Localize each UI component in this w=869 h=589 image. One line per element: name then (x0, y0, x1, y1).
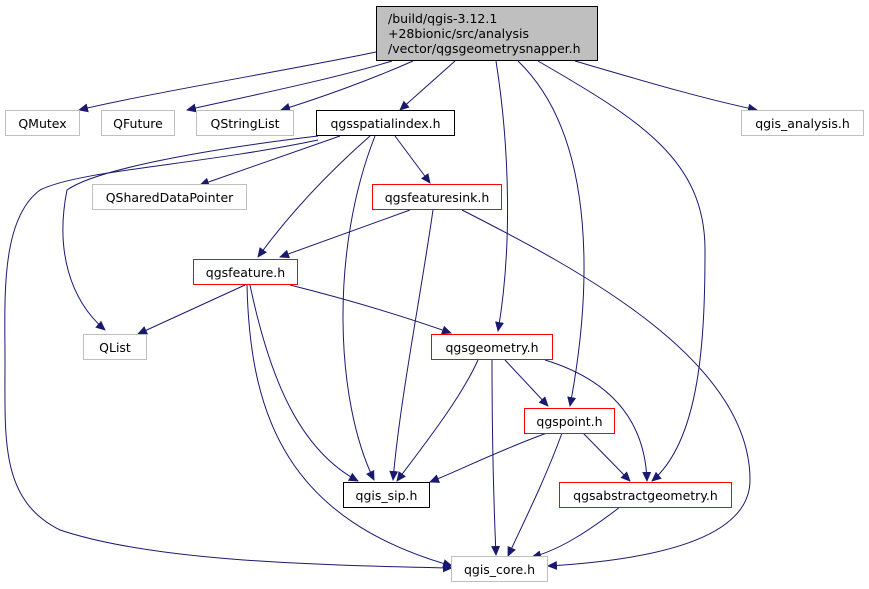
edge-main-qmutex (78, 51, 377, 113)
edge-spatialindex-qgis-sip (342, 135, 376, 481)
node-qfuture: QFuture (101, 110, 175, 136)
node-qgis-analysis: qgis_analysis.h (741, 110, 864, 136)
node-qgsspatialindex[interactable]: qgsspatialindex.h (316, 110, 455, 136)
edge-spatialindex-qgsfeature (257, 135, 371, 258)
edge-qgsfeature-qlist (137, 284, 246, 335)
edge-main-qgsabstractgeometry (537, 60, 706, 482)
node-qgis-sip[interactable]: qgis_sip.h (343, 482, 430, 508)
edge-qgsgeometry-qgspoint (504, 359, 549, 407)
edge-featuresink-qgis-core (461, 209, 751, 570)
edge-featuresink-qgis-sip (389, 209, 434, 481)
node-qgsabstractgeometry[interactable]: qgsabstractgeometry.h (559, 482, 732, 508)
node-qstringlist: QStringList (196, 110, 294, 136)
edge-qgsfeature-qgsgeometry (289, 284, 452, 335)
edge-main-qgsspatialindex (399, 60, 456, 111)
edge-main-qgsgeometry (495, 60, 509, 332)
node-qgsgeometrysnapper: /build/qgis-3.12.1 +28bionic/src/analysi… (376, 6, 598, 61)
edge-featuresink-qgsfeature (279, 209, 411, 259)
edge-qgsabstractgeometry-qgis-core (531, 506, 621, 560)
edge-qgsfeature-qgis-core (246, 284, 453, 568)
edge-qgsgeometry-qgis-core (491, 359, 501, 556)
edge-qgspoint-qgis-core (507, 432, 563, 557)
edge-main-qgis-analysis (574, 60, 758, 113)
node-qgsfeaturesink[interactable]: qgsfeaturesink.h (372, 184, 502, 210)
node-qmutex: QMutex (5, 110, 80, 136)
edge-spatialindex-qshareddatapointer (199, 135, 341, 187)
edge-qgspoint-qgsabstractgeometry (582, 432, 631, 482)
node-qgsgeometry[interactable]: qgsgeometry.h (431, 334, 553, 360)
edge-spatialindex-qgis-core (4, 139, 453, 573)
edge-main-qstringlist (280, 60, 414, 112)
edge-spatialindex-qlist (62, 135, 319, 331)
node-qshareddatapointer: QSharedDataPointer (92, 184, 247, 210)
edge-qgsgeometry-qgis-sip (396, 359, 479, 482)
edge-main-qgspoint (517, 60, 585, 407)
node-qlist: QList (83, 334, 147, 360)
edge-qgsfeature-qgis-sip (249, 284, 359, 482)
node-qgspoint[interactable]: qgspoint.h (524, 408, 615, 434)
edge-spatialindex-qgsfeaturesink (394, 135, 431, 184)
edge-qgsgeometry-qgsabstractgeometry (544, 359, 652, 482)
node-qgis-core: qgis_core.h (451, 556, 548, 582)
node-qgsfeature[interactable]: qgsfeature.h (193, 259, 298, 285)
edge-main-qfuture (186, 60, 393, 113)
edge-qgspoint-qgis-sip (429, 432, 548, 483)
